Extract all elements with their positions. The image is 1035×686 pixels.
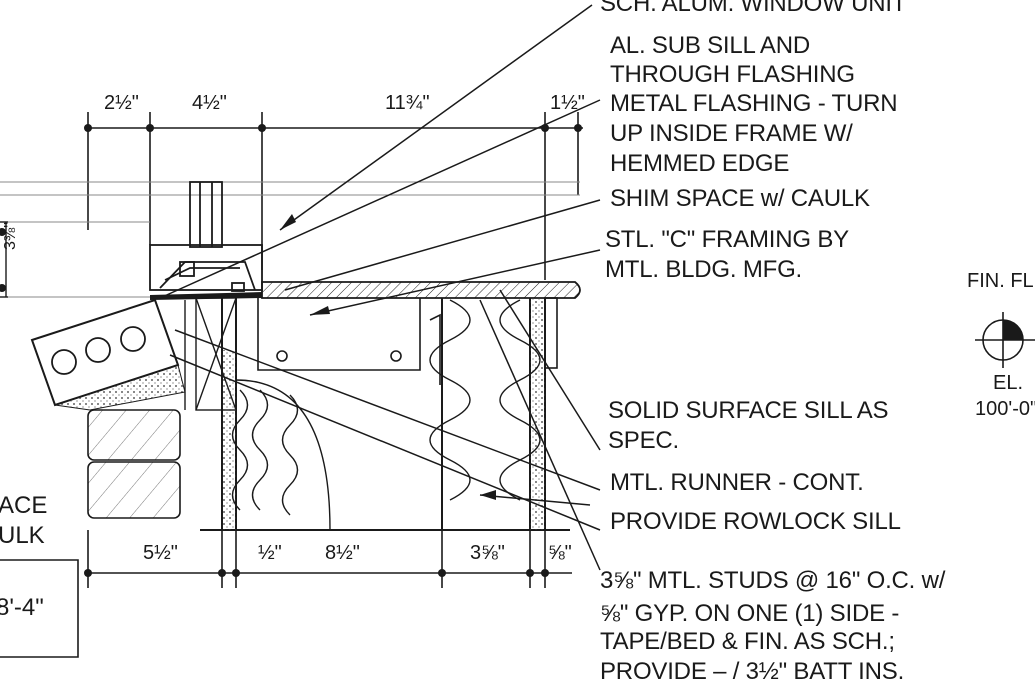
- dim-top-3: 11¾": [385, 92, 430, 114]
- left-note-line2: ULK: [0, 522, 45, 549]
- note-metal-flashing-2: UP INSIDE FRAME W/: [610, 120, 853, 147]
- dim-bottom-5: ⅝": [548, 542, 572, 564]
- note-studs-1: 3⅝" MTL. STUDS @ 16" O.C. w/: [600, 567, 946, 594]
- note-solid-surface-2: SPEC.: [608, 427, 680, 454]
- note-metal-flashing-1: METAL FLASHING - TURN: [610, 90, 898, 117]
- left-box-value: 8'-4": [0, 594, 44, 621]
- dim-bottom-2: ½": [258, 542, 282, 564]
- note-c-framing-1: STL. "C" FRAMING BY: [605, 226, 849, 253]
- note-studs-2: ⅝" GYP. ON ONE (1) SIDE -: [600, 600, 900, 627]
- note-shim-space: SHIM SPACE w/ CAULK: [610, 185, 870, 212]
- note-metal-flashing-3: HEMMED EDGE: [610, 150, 790, 177]
- el-label: EL.: [993, 372, 1024, 394]
- dim-bottom-3: 8½": [325, 542, 360, 564]
- dim-left: 3⅜": [2, 222, 19, 250]
- el-value: 100'-0": [975, 398, 1035, 420]
- note-c-framing-2: MTL. BLDG. MFG.: [605, 256, 803, 283]
- brick-courses: [87, 409, 181, 519]
- dim-top-2: 4½": [192, 92, 227, 114]
- dim-top-4: 1½": [550, 92, 585, 114]
- steel-c-framing: [257, 298, 441, 385]
- batt-insulation: [231, 299, 541, 531]
- note-sub-sill-1: AL. SUB SILL AND: [610, 32, 811, 59]
- note-sub-sill-2: THROUGH FLASHING: [610, 61, 855, 88]
- fin-flr-label: FIN. FLR.: [967, 270, 1035, 292]
- dim-bottom-4: 3⅝": [470, 542, 505, 564]
- note-runner: MTL. RUNNER - CONT.: [610, 469, 864, 496]
- dim-bottom-1: 5½": [143, 542, 178, 564]
- leader-lines: [159, 4, 601, 571]
- note-solid-surface-1: SOLID SURFACE SILL AS: [608, 397, 889, 424]
- left-note-line1: ACE: [0, 492, 48, 519]
- dim-top-1: 2½": [104, 92, 139, 114]
- note-rowlock: PROVIDE ROWLOCK SILL: [610, 508, 901, 535]
- note-window-unit: SCH. ALUM. WINDOW UNIT: [600, 0, 907, 17]
- note-studs-3: TAPE/BED & FIN. AS SCH.;: [600, 628, 895, 655]
- note-studs-4: PROVIDE – / 3½" BATT INS.: [600, 658, 905, 685]
